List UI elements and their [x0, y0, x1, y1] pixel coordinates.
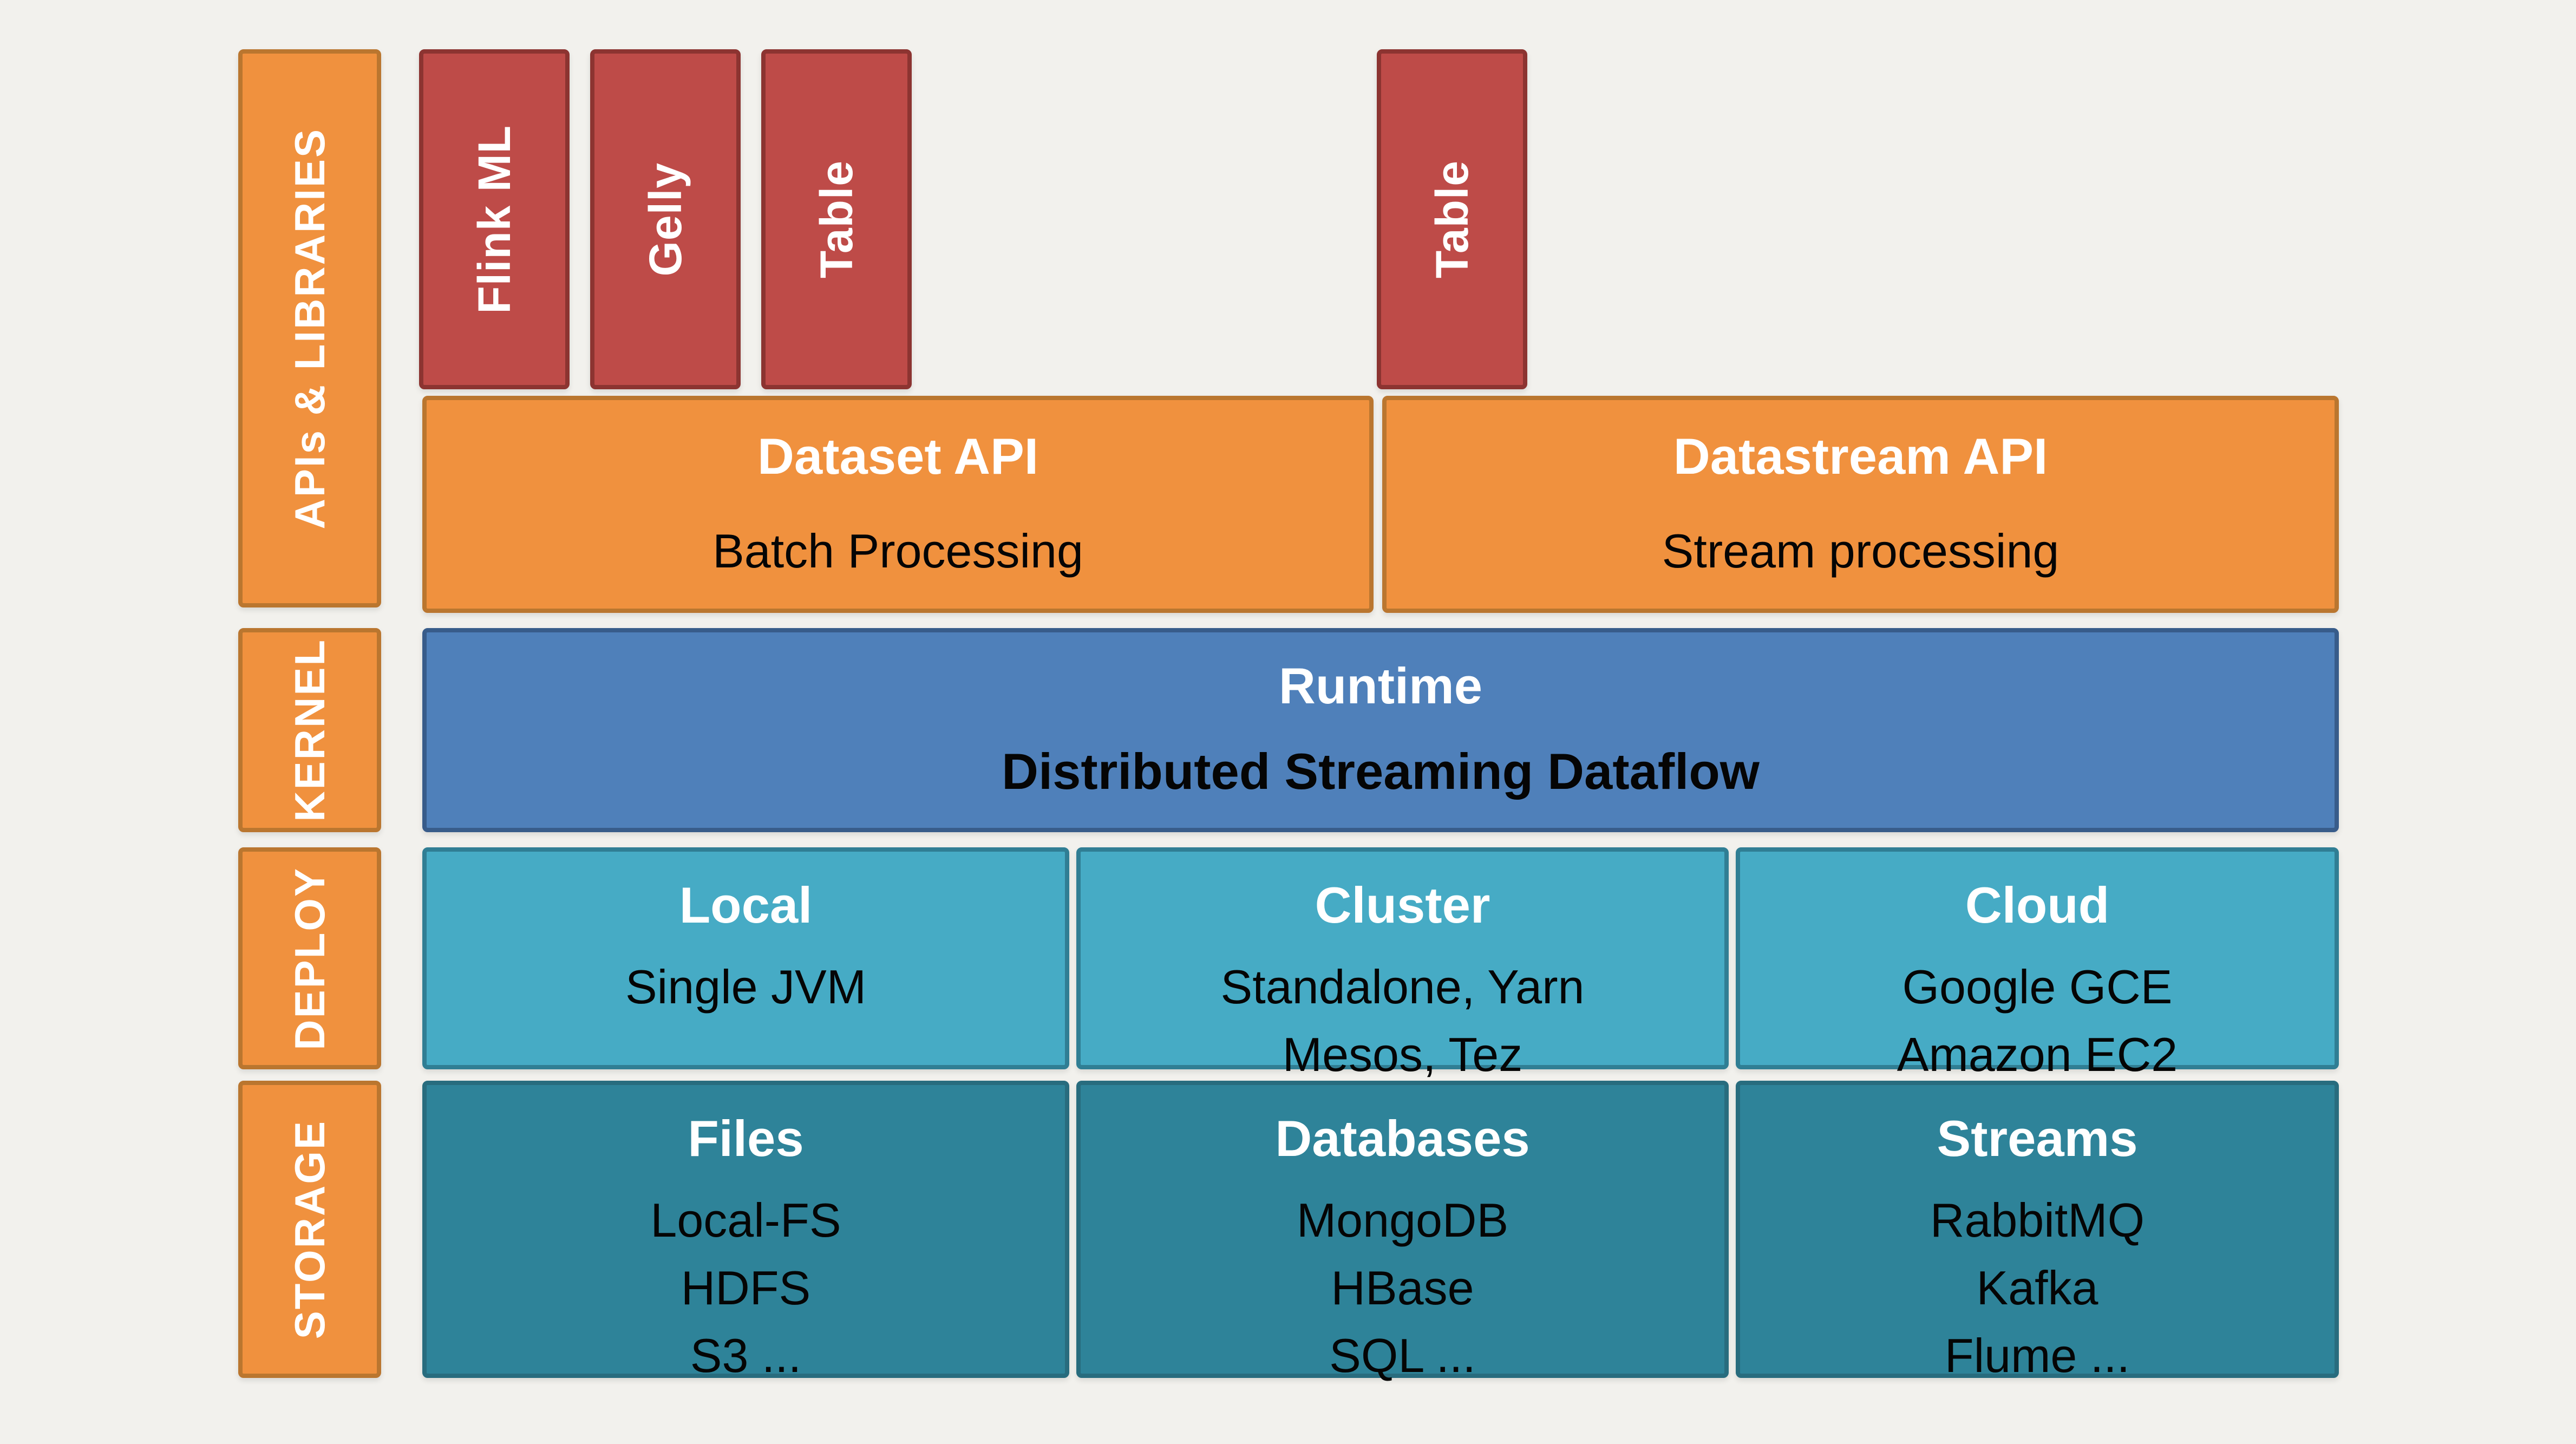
layer-label-storage: STORAGE	[238, 1081, 381, 1378]
library-box-table-batch-text: Table	[810, 160, 862, 279]
deploy-cluster-line: Standalone, Yarn	[1220, 960, 1585, 1014]
library-box-table-stream-text: Table	[1426, 160, 1477, 279]
deploy-local-box: Local Single JVM	[422, 847, 1069, 1069]
storage-databases-line: HBase	[1331, 1261, 1474, 1315]
deploy-cloud-lines: Google GCE Amazon EC2	[1897, 953, 2178, 1089]
datastream-api-box: Datastream API Stream processing	[1382, 396, 2339, 613]
storage-streams-lines: RabbitMQ Kafka Flume ...	[1930, 1187, 2145, 1390]
deploy-cluster-title: Cluster	[1315, 877, 1490, 933]
runtime-box: Runtime Distributed Streaming Dataflow	[422, 628, 2339, 832]
library-box-flink-ml: Flink ML	[419, 49, 570, 389]
layer-label-deploy-text: DEPLOY	[285, 866, 334, 1050]
layer-label-apis-libraries: APIs & LIBRARIES	[238, 49, 381, 607]
runtime-title: Runtime	[1279, 657, 1482, 714]
layer-label-kernel-text: KERNEL	[285, 638, 334, 822]
library-box-flink-ml-text: Flink ML	[468, 125, 520, 314]
layer-label-kernel: KERNEL	[238, 628, 381, 832]
storage-databases-box: Databases MongoDB HBase SQL ...	[1076, 1081, 1729, 1382]
deploy-cloud-line: Google GCE	[1902, 960, 2173, 1014]
storage-files-line: S3 ...	[690, 1329, 802, 1383]
layer-label-deploy: DEPLOY	[238, 847, 381, 1069]
datastream-api-subtitle: Stream processing	[1662, 524, 2060, 578]
storage-databases-lines: MongoDB HBase SQL ...	[1297, 1187, 1508, 1390]
runtime-subtitle: Distributed Streaming Dataflow	[1002, 742, 1760, 800]
deploy-cluster-lines: Standalone, Yarn Mesos, Tez	[1221, 953, 1585, 1089]
storage-streams-line: Flume ...	[1944, 1329, 2130, 1383]
dataset-api-title: Dataset API	[757, 427, 1038, 485]
storage-files-line: Local-FS	[650, 1193, 841, 1247]
deploy-cloud-title: Cloud	[1965, 877, 2110, 933]
deploy-cluster-box: Cluster Standalone, Yarn Mesos, Tez	[1076, 847, 1729, 1081]
storage-files-line: HDFS	[681, 1261, 811, 1315]
storage-files-title: Files	[688, 1110, 804, 1167]
library-box-table-batch: Table	[761, 49, 912, 389]
datastream-api-title: Datastream API	[1673, 427, 2048, 485]
storage-streams-title: Streams	[1937, 1110, 2138, 1167]
storage-files-box: Files Local-FS HDFS S3 ...	[422, 1081, 1069, 1382]
storage-streams-line: Kafka	[1976, 1261, 2098, 1315]
dataset-api-box: Dataset API Batch Processing	[422, 396, 1374, 613]
library-box-gelly-text: Gelly	[639, 162, 691, 277]
storage-files-lines: Local-FS HDFS S3 ...	[650, 1187, 841, 1390]
library-box-table-stream: Table	[1377, 49, 1527, 389]
storage-streams-box: Streams RabbitMQ Kafka Flume ...	[1736, 1081, 2339, 1382]
storage-databases-line: SQL ...	[1329, 1329, 1476, 1383]
layer-label-storage-text: STORAGE	[285, 1119, 334, 1340]
deploy-cloud-line: Amazon EC2	[1897, 1028, 2178, 1082]
deploy-local-line: Single JVM	[625, 960, 867, 1014]
storage-databases-title: Databases	[1275, 1110, 1530, 1167]
storage-streams-line: RabbitMQ	[1930, 1193, 2145, 1247]
storage-databases-line: MongoDB	[1296, 1193, 1509, 1247]
deploy-local-title: Local	[679, 877, 813, 933]
layer-label-apis-libraries-text: APIs & LIBRARIES	[285, 127, 334, 530]
deploy-cluster-line: Mesos, Tez	[1282, 1028, 1523, 1082]
library-box-gelly: Gelly	[590, 49, 741, 389]
dataset-api-subtitle: Batch Processing	[712, 524, 1083, 578]
deploy-cloud-box: Cloud Google GCE Amazon EC2	[1736, 847, 2339, 1081]
deploy-local-lines: Single JVM	[625, 953, 866, 1021]
